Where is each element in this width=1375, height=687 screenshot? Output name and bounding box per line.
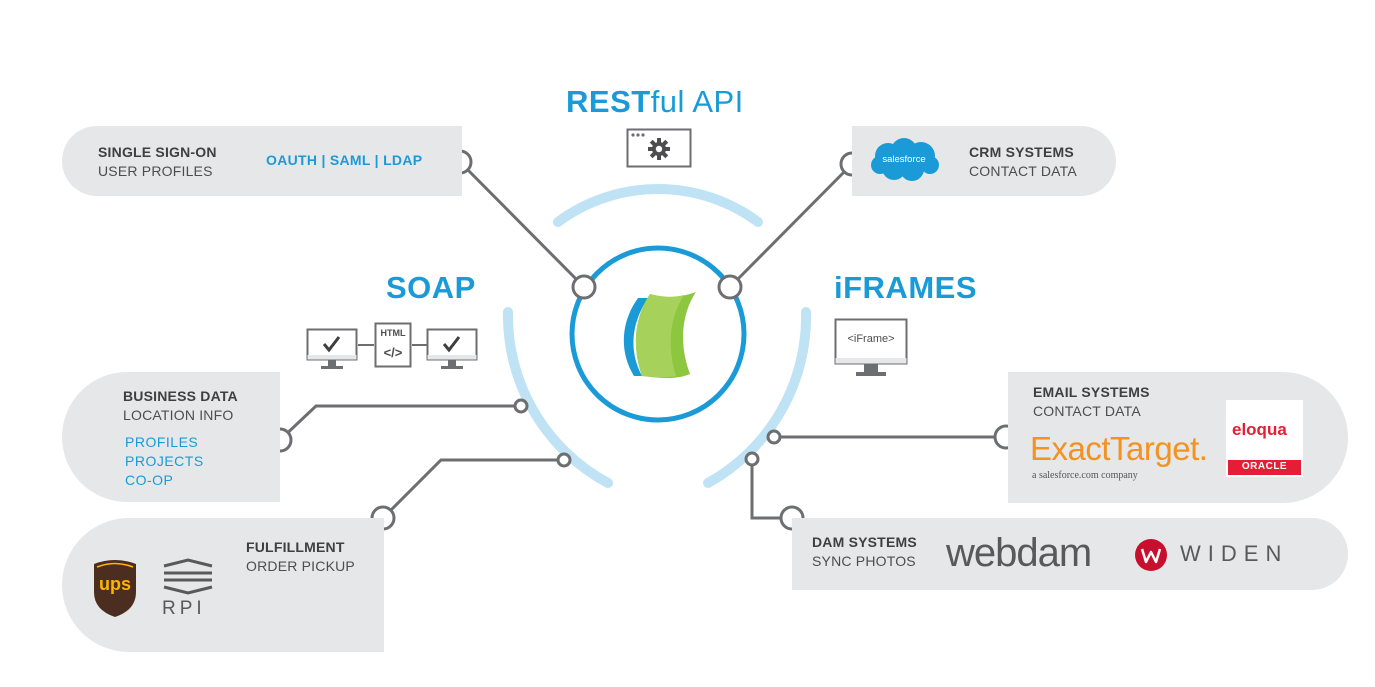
dam-label: DAM SYSTEMS SYNC PHOTOS [812, 533, 917, 571]
arc-right [703, 307, 812, 488]
eloqua-logo-text: eloqua [1232, 420, 1287, 439]
sso-protocols: OAUTH | SAML | LDAP [266, 152, 423, 168]
business-title: BUSINESS DATA [123, 388, 238, 404]
sso-title: SINGLE SIGN-ON [98, 144, 217, 160]
html-label: HTML [380, 328, 406, 338]
soap-connector-right [412, 344, 428, 346]
wire-crm [728, 162, 854, 289]
dam-subtitle: SYNC PHOTOS [812, 553, 916, 569]
iframe-label: <iFrame> [847, 333, 895, 345]
panel-sso [62, 126, 462, 196]
node-hub-right[interactable] [717, 274, 743, 300]
title-rest-light: ful API [650, 84, 744, 119]
crm-label: CRM SYSTEMS CONTACT DATA [969, 143, 1077, 181]
email-title: EMAIL SYSTEMS [1033, 384, 1150, 400]
wire-sso [458, 160, 586, 289]
email-subtitle: CONTACT DATA [1033, 403, 1141, 419]
html-document-icon [374, 322, 412, 368]
widen-logo-text: WIDEN [1180, 541, 1289, 566]
wire-business [278, 404, 521, 442]
product-logo-icon [623, 292, 696, 378]
business-item: CO-OP [125, 472, 174, 488]
node-email-arc[interactable] [766, 429, 782, 445]
business-subtitle: LOCATION INFO [123, 407, 234, 423]
exacttarget-sub-text: a salesforce.com company [1032, 470, 1138, 481]
title-soap: SOAP [386, 270, 476, 305]
wire-dam [750, 459, 792, 520]
ups-logo-text: ups [98, 574, 131, 594]
rpi-logo-text: RPI [162, 598, 206, 619]
node-fulfillment-arc[interactable] [556, 452, 572, 468]
panel-business [62, 372, 280, 502]
fulfillment-label: FULFILLMENT ORDER PICKUP [246, 538, 355, 576]
rpi-stripes-icon [163, 558, 213, 595]
email-label: EMAIL SYSTEMS CONTACT DATA [1033, 383, 1150, 421]
soap-connector-left [358, 344, 374, 346]
title-iframes: iFRAMES [834, 270, 977, 305]
fulfillment-title: FULFILLMENT [246, 539, 345, 555]
node-business-arc[interactable] [513, 398, 529, 414]
dam-title: DAM SYSTEMS [812, 534, 917, 550]
title-rest-bold: REST [566, 84, 651, 119]
business-label: BUSINESS DATA LOCATION INFO [123, 387, 238, 425]
crm-title: CRM SYSTEMS [969, 144, 1074, 160]
sso-label: SINGLE SIGN-ON USER PROFILES [98, 143, 217, 181]
title-restful-api: RESTful API [566, 84, 744, 120]
business-item: PROFILES [125, 434, 199, 450]
business-items: PROFILES PROJECTS CO-OP [125, 433, 204, 490]
monitor-check-icon [426, 328, 478, 369]
node-dam-arc[interactable] [744, 451, 760, 467]
node-hub-left[interactable] [571, 274, 597, 300]
salesforce-cloud-icon [871, 138, 939, 181]
oracle-logo-text: ORACLE [1228, 460, 1301, 475]
salesforce-logo-text: salesforce [882, 154, 926, 165]
panel-dam [792, 518, 1348, 590]
exacttarget-logo-text: ExactTarget. [1030, 430, 1208, 467]
browser-gear-icon [626, 128, 692, 168]
arc-left [502, 307, 613, 488]
ups-shield-icon [94, 560, 136, 617]
monitor-check-icon [306, 328, 358, 369]
widen-w-icon [1135, 539, 1167, 571]
business-item: PROJECTS [125, 453, 204, 469]
crm-subtitle: CONTACT DATA [969, 163, 1077, 179]
arc-top [553, 183, 763, 227]
fulfillment-subtitle: ORDER PICKUP [246, 558, 355, 574]
wire-fulfillment [381, 458, 564, 520]
webdam-logo-text: webdam [946, 531, 1092, 575]
iframe-monitor-icon [834, 318, 908, 376]
sso-subtitle: USER PROFILES [98, 163, 213, 179]
html-code-label: </> [383, 345, 403, 360]
